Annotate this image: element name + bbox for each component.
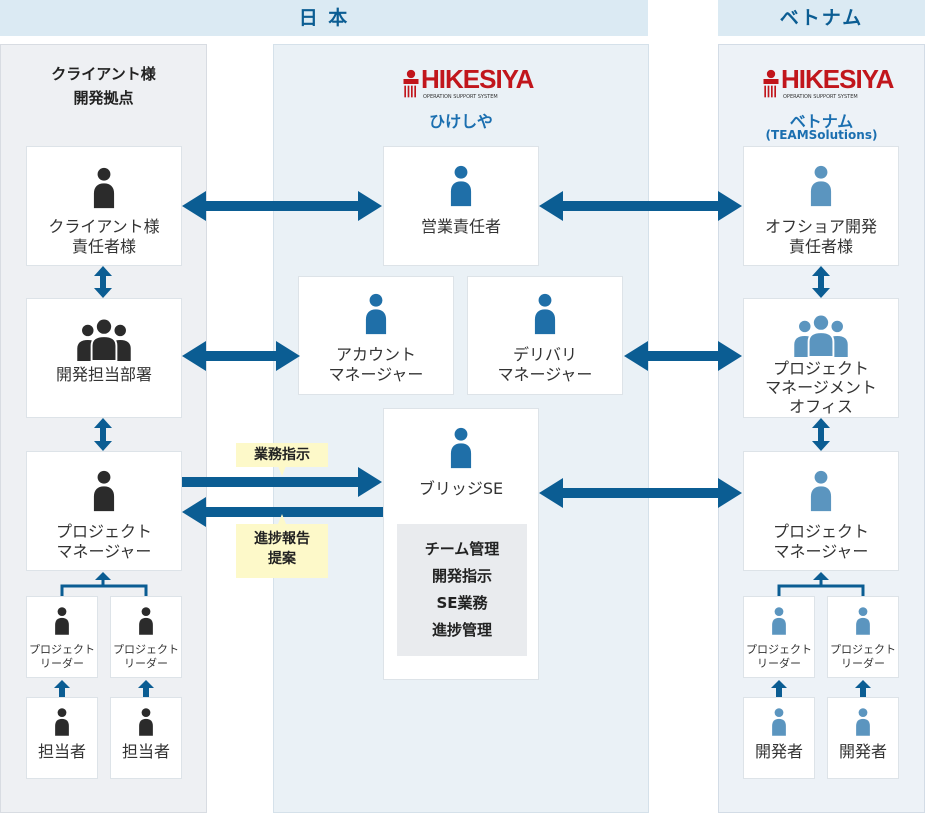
logo-text: HIKESIYA: [421, 64, 534, 94]
card-label: 開発者: [754, 742, 803, 761]
sales-manager-card: 営業責任者: [383, 146, 539, 266]
card-label-line1: プロジェクト: [746, 643, 812, 656]
card-label-line2: リーダー: [124, 657, 168, 670]
card-label: ブリッジSE: [418, 479, 504, 498]
task-item: 開発指示: [431, 567, 492, 585]
client-title: クライアント様 開発拠点: [0, 62, 207, 110]
task-item: SE業務: [436, 594, 488, 612]
card-label-line2: 責任者様: [788, 237, 853, 256]
vietnam-leader-card-1: プロジェクト リーダー: [743, 596, 815, 678]
card-label-line2: リーダー: [841, 657, 885, 670]
client-leader-card-1: プロジェクト リーダー: [26, 596, 98, 678]
arrow-bridge-vietnam-pm: [539, 478, 742, 508]
client-staff-card-2: 担当者: [110, 697, 182, 779]
card-label: 営業責任者: [420, 217, 501, 236]
arrow-tree-client-head: [95, 572, 111, 580]
card-label-line1: アカウント: [335, 345, 416, 364]
task-item: 進捗管理: [431, 621, 492, 639]
vietnam-pm-card: プロジェクト マネージャー: [743, 451, 899, 571]
card-label-line1: デリバリ: [512, 345, 577, 364]
instruction-note: 業務指示: [236, 443, 328, 467]
arrow-tree-vietnam-head: [813, 572, 829, 580]
task-item: チーム管理: [424, 540, 500, 558]
card-label-line2: マネージャー: [328, 365, 424, 384]
card-label: 開発者: [838, 742, 887, 761]
arrow-v-vietnam-2: [812, 418, 830, 451]
card-label: 担当者: [121, 742, 170, 761]
card-label-line1: クライアント様: [48, 217, 160, 236]
card-label-line1: プロジェクト: [772, 522, 869, 541]
client-dept-card: 開発担当部署: [26, 298, 182, 418]
report-note-line2: 提案: [268, 551, 296, 567]
arrow-up-vietnam-1: [771, 680, 787, 697]
card-label-line1: プロジェクト: [55, 522, 152, 541]
tree-vietnam: [777, 584, 865, 596]
tree-client: [60, 584, 148, 596]
card-label-line1: プロジェクト: [113, 643, 179, 656]
offshore-manager-card: オフショア開発 責任者様: [743, 146, 899, 266]
card-label-line2: マネージメント: [765, 378, 877, 397]
arrow-v-client-1: [94, 266, 112, 298]
arrow-dept-account: [182, 341, 300, 371]
card-label-line2: リーダー: [40, 657, 84, 670]
logo-text: HIKESIYA: [781, 64, 894, 94]
card-label-line1: プロジェクト: [29, 643, 95, 656]
hikesiya-name: ひけしや: [429, 112, 493, 131]
client-title-line1: クライアント様: [51, 65, 156, 83]
vietnam-name: ベトナム: [789, 112, 854, 131]
arrow-v-client-2: [94, 418, 112, 451]
bridge-task-list: チーム管理 開発指示 SE業務 進捗管理: [397, 524, 527, 656]
arrow-up-vietnam-2: [855, 680, 871, 697]
pmo-card: プロジェクト マネージメント オフィス: [743, 298, 899, 418]
arrow-instruction: [182, 467, 382, 497]
card-label-line1: プロジェクト: [772, 359, 869, 378]
arrow-v-vietnam-1: [812, 266, 830, 298]
bridge-se-card: ブリッジSE チーム管理 開発指示 SE業務 進捗管理: [383, 408, 539, 680]
region-header-japan: 日 本: [0, 0, 648, 36]
developer-card-2: 開発者: [827, 697, 899, 779]
vietnam-leader-card-2: プロジェクト リーダー: [827, 596, 899, 678]
vietnam-team: (TEAMSolutions): [765, 128, 878, 142]
card-label-line2: マネージャー: [56, 542, 152, 561]
hikesiya-logo: HIKESIYA OPERATION SUPPORT SYSTEM: [395, 64, 534, 106]
card-label-line3: オフィス: [789, 397, 853, 416]
card-label-line2: リーダー: [757, 657, 801, 670]
card-label-line2: 責任者様: [71, 237, 136, 256]
card-label-line1: プロジェクト: [830, 643, 896, 656]
card-label: 担当者: [37, 742, 86, 761]
arrow-up-client-1: [54, 680, 70, 697]
client-leader-card-2: プロジェクト リーダー: [110, 596, 182, 678]
report-note-line1: 進捗報告: [254, 531, 310, 547]
note-pointer-instruction: [278, 466, 286, 476]
arrow-delivery-pmo: [624, 341, 742, 371]
client-staff-card-1: 担当者: [26, 697, 98, 779]
card-label: 開発担当部署: [55, 365, 152, 384]
note-pointer-report: [278, 514, 286, 524]
arrow-client-sales: [182, 191, 382, 221]
developer-card-1: 開発者: [743, 697, 815, 779]
card-label-line2: マネージャー: [773, 542, 869, 561]
account-manager-card: アカウント マネージャー: [298, 276, 454, 395]
card-label-line1: オフショア開発: [764, 217, 877, 236]
report-note: 進捗報告 提案: [236, 524, 328, 578]
arrow-sales-offshore: [539, 191, 742, 221]
logo-subtext: OPERATION SUPPORT SYSTEM: [423, 94, 498, 100]
card-label-line2: マネージャー: [497, 365, 593, 384]
logo-subtext: OPERATION SUPPORT SYSTEM: [783, 94, 858, 100]
arrow-report: [182, 497, 383, 527]
client-pm-card: プロジェクト マネージャー: [26, 451, 182, 571]
client-manager-card: クライアント様 責任者様: [26, 146, 182, 266]
region-header-vietnam: ベトナム: [718, 0, 925, 36]
client-title-line2: 開発拠点: [73, 89, 134, 107]
arrow-up-client-2: [138, 680, 154, 697]
vietnam-logo: HIKESIYA OPERATION SUPPORT SYSTEM: [755, 64, 894, 106]
delivery-manager-card: デリバリ マネージャー: [467, 276, 623, 395]
